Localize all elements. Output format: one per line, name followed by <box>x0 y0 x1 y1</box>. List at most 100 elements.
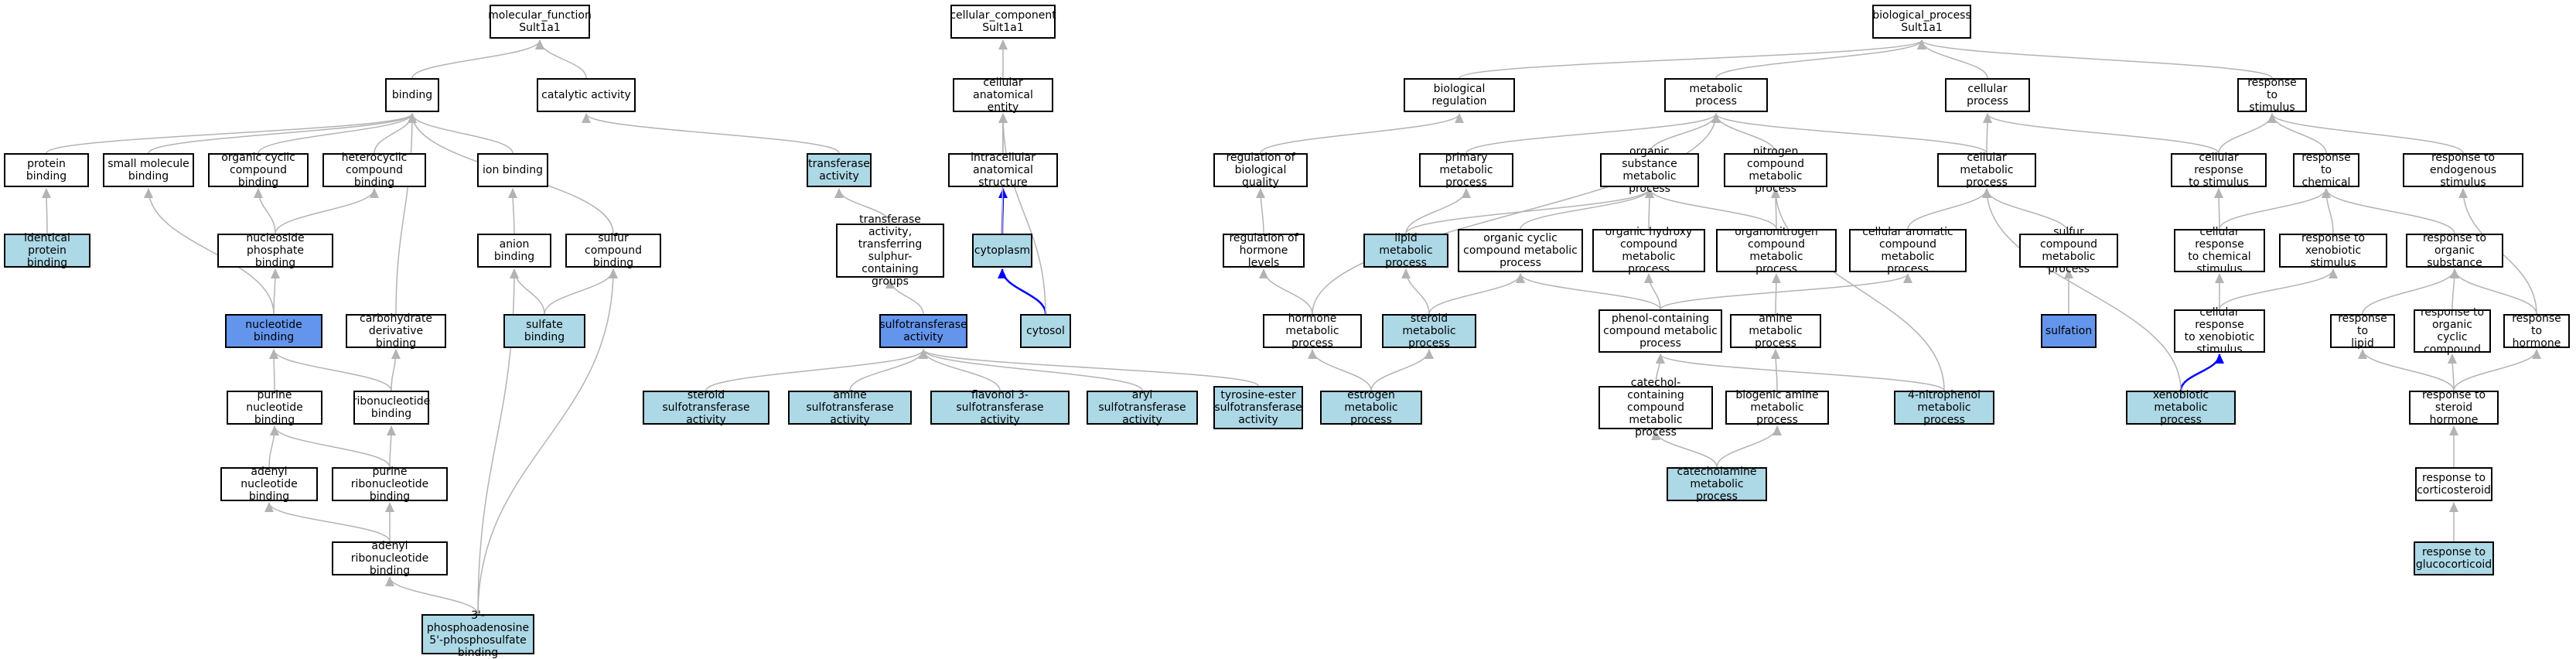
node-lipid-metabolic-process[interactable]: lipid metabolic process <box>1363 232 1448 269</box>
node-molecular-function-root[interactable]: molecular_function Sult1a1 <box>488 5 592 39</box>
node-adenyl-ribonucleotide-binding[interactable]: adenyl ribonucleotide binding <box>332 540 448 577</box>
node-organic-cyclic-compound-binding[interactable]: organic cyclic compound binding <box>208 152 309 189</box>
edge-cellular_response_chemical-to-response_chemical <box>2219 188 2331 230</box>
node-sulfotransferase-activity[interactable]: sulfotransferase activity <box>879 314 967 348</box>
node-steroid-sulfotransferase-activity[interactable]: steroid sulfotransferase activity <box>643 389 769 426</box>
node-flavonol-3-sulfotransferase-activity[interactable]: flavonol 3-sulfotransferase activity <box>930 389 1070 426</box>
node-3-phosphoadenosine-5-phosphosulfate-binding[interactable]: 3'-phosphoadenosine 5'-phosphosulfate bi… <box>421 609 534 659</box>
edge-cytosol-to-cell_anat_entity <box>998 113 1046 315</box>
edge-hormone_metabolic-to-metabolic_process <box>1312 113 1721 315</box>
node-intracellular-anatomical-structure[interactable]: intracellular anatomical structure <box>948 152 1058 189</box>
edge-estrogen_metabolic-to-steroid_metabolic <box>1370 349 1434 391</box>
node-nitrogen-compound-metabolic-process[interactable]: nitrogen compound metabolic process <box>1724 145 1827 195</box>
node-response-to-organic-substance[interactable]: response to organic substance <box>2406 232 2503 269</box>
edge-paps_binding-to-sulfur_compound_binding <box>477 268 618 615</box>
edge-response_steroid_hormone-to-response_hormone <box>2453 349 2541 391</box>
edge-response_endogenous-to-response_stimulus <box>2267 113 2464 154</box>
node-catechol-containing-compound-metabolic-process[interactable]: catechol-containing compound metabolic p… <box>1598 377 1713 439</box>
node-purine-nucleotide-binding[interactable]: purine nucleotide binding <box>227 389 322 426</box>
edge-amine_sulfo-to-sulfotransferase <box>849 349 928 391</box>
node-response-to-steroid-hormone[interactable]: response to steroid hormone <box>2409 389 2499 426</box>
edge-nucleotide_binding-to-small_molecule <box>144 188 275 315</box>
node-regulation-of-hormone-levels[interactable]: regulation of hormone levels <box>1223 232 1305 269</box>
edge-phenol_containing-to-cellular_aromatic <box>1660 273 1912 310</box>
node-steroid-metabolic-process[interactable]: steroid metabolic process <box>1382 312 1476 350</box>
node-cellular-response-to-stimulus[interactable]: cellular response to stimulus <box>2171 152 2267 189</box>
node-heterocyclic-compound-binding[interactable]: heterocyclic compound binding <box>322 152 426 189</box>
edge-reg_bio_quality-to-bio_regulation <box>1260 113 1464 154</box>
node-adenyl-nucleotide-binding[interactable]: adenyl nucleotide binding <box>220 466 318 503</box>
node-response-to-organic-cyclic-compound[interactable]: response to organic cyclic compound <box>2414 306 2491 356</box>
node-catecholamine-metabolic-process[interactable]: catecholamine metabolic process <box>1667 466 1767 503</box>
node-organic-cyclic-compound-metabolic-process[interactable]: organic cyclic compound metabolic proces… <box>1458 229 1583 272</box>
node-estrogen-metabolic-process[interactable]: estrogen metabolic process <box>1320 389 1422 426</box>
node-primary-metabolic-process[interactable]: primary metabolic process <box>1419 152 1513 189</box>
edge-identical_protein-to-protein_binding <box>42 188 52 234</box>
node-4-nitrophenol-metabolic-process[interactable]: 4-nitrophenol metabolic process <box>1894 389 1994 426</box>
node-protein-binding[interactable]: protein binding <box>4 153 89 187</box>
node-transferase-activity[interactable]: transferase activity <box>807 153 872 187</box>
edge-purine_ribonucleotide-to-purine_nucleotide <box>270 425 391 468</box>
node-amine-metabolic-process[interactable]: amine metabolic process <box>1730 312 1821 350</box>
node-organic-substance-metabolic-process[interactable]: organic substance metabolic process <box>1600 145 1699 195</box>
node-metabolic-process[interactable]: metabolic process <box>1664 78 1768 112</box>
node-small-molecule-binding[interactable]: small molecule binding <box>103 153 194 187</box>
edge-response_steroid_hormone-to-response_organic_cyclic <box>2448 353 2458 391</box>
node-sulfate-binding[interactable]: sulfate binding <box>503 314 585 348</box>
edge-purine_ribonucleotide-to-ribonucleotide <box>386 425 396 468</box>
edge-nitrophenol-to-nitrogen_compound_metabolic <box>1771 188 1945 391</box>
edge-organic_cyclic_metabolic-to-organic_substance_metabolic <box>1520 188 1654 230</box>
node-identical-protein-binding[interactable]: identical protein binding <box>4 232 90 269</box>
edge-adenyl_ribonucleotide-to-adenyl_nucleotide <box>264 502 391 542</box>
node-response-to-corticosteroid[interactable]: response to corticosteroid <box>2415 467 2492 501</box>
edge-nitrophenol-to-phenol_containing <box>1656 353 1945 391</box>
node-cellular-component-root[interactable]: cellular_component Sult1a1 <box>950 5 1056 39</box>
node-nucleotide-binding[interactable]: nucleotide binding <box>225 314 322 348</box>
node-response-to-chemical[interactable]: response to chemical <box>2293 152 2359 189</box>
node-biogenic-amine-metabolic-process[interactable]: biogenic amine metabolic process <box>1725 389 1829 426</box>
node-response-to-lipid[interactable]: response to lipid <box>2330 312 2395 350</box>
edge-lipid_metabolic-to-organic_substance_metabolic <box>1405 188 1654 234</box>
node-cellular-metabolic-process[interactable]: cellular metabolic process <box>1937 152 2036 189</box>
node-response-to-xenobiotic-stimulus[interactable]: response to xenobiotic stimulus <box>2279 232 2387 269</box>
node-phenol-containing-compound-metabolic-process[interactable]: phenol-containing compound metabolic pro… <box>1598 309 1722 353</box>
node-tyrosine-ester-sulfotransferase-activity[interactable]: tyrosine-ester sulfotransferase activity <box>1213 386 1303 429</box>
node-sulfur-compound-metabolic-process[interactable]: sulfur compound metabolic process <box>2019 226 2118 275</box>
node-response-to-stimulus[interactable]: response to stimulus <box>2237 77 2307 114</box>
node-nucleoside-phosphate-binding[interactable]: nucleoside phosphate binding <box>217 232 333 269</box>
node-cellular-aromatic-compound-metabolic-process[interactable]: cellular aromatic compound metabolic pro… <box>1849 226 1967 275</box>
node-ribonucleotide-binding[interactable]: ribonucleotide binding <box>353 391 430 425</box>
node-response-to-endogenous-stimulus[interactable]: response to endogenous stimulus <box>2403 152 2523 189</box>
node-cytosol[interactable]: cytosol <box>1020 314 1071 348</box>
node-aryl-sulfotransferase-activity[interactable]: aryl sulfotransferase activity <box>1087 389 1198 426</box>
node-xenobiotic-metabolic-process[interactable]: xenobiotic metabolic process <box>2126 389 2236 426</box>
node-biological-regulation[interactable]: biological regulation <box>1404 78 1515 112</box>
node-organic-hydroxy-compound-metabolic-process[interactable]: organic hydroxy compound metabolic proce… <box>1592 226 1705 275</box>
node-cellular-response-to-chemical-stimulus[interactable]: cellular response to chemical stimulus <box>2174 226 2265 275</box>
node-hormone-metabolic-process[interactable]: hormone metabolic process <box>1263 312 1362 350</box>
node-carbohydrate-derivative-binding[interactable]: carbohydrate derivative binding <box>346 312 446 350</box>
node-cellular-response-to-xenobiotic-stimulus[interactable]: cellular response to xenobiotic stimulus <box>2174 306 2265 356</box>
node-catalytic-activity[interactable]: catalytic activity <box>537 78 636 112</box>
node-binding[interactable]: binding <box>385 78 439 112</box>
node-cellular-process[interactable]: cellular process <box>1945 78 2030 112</box>
node-response-to-glucocorticoid[interactable]: response to glucocorticoid <box>2414 541 2494 575</box>
node-response-to-hormone[interactable]: response to hormone <box>2503 312 2570 350</box>
edge-estrogen_metabolic-to-hormone_metabolic <box>1308 349 1372 391</box>
node-sulfur-compound-binding[interactable]: sulfur compound binding <box>565 232 661 269</box>
node-cytoplasm[interactable]: cytoplasm <box>972 234 1032 268</box>
node-sulfation[interactable]: sulfation <box>2041 314 2097 348</box>
node-transferase-activity-sulphur-groups[interactable]: transferase activity, transferring sulph… <box>836 213 944 288</box>
node-purine-ribonucleotide-binding[interactable]: purine ribonucleotide binding <box>332 466 448 503</box>
node-cellular-anatomical-entity[interactable]: cellular anatomical entity <box>953 77 1053 114</box>
node-organonitrogen-compound-metabolic-process[interactable]: organonitrogen compound metabolic proces… <box>1716 226 1837 275</box>
edge-bio_regulation-to-bp_root <box>1459 39 1926 79</box>
node-anion-binding[interactable]: anion binding <box>477 234 551 268</box>
node-biological-process-root[interactable]: biological_process Sult1a1 <box>1872 5 1971 39</box>
node-amine-sulfotransferase-activity[interactable]: amine sulfotransferase activity <box>788 389 912 426</box>
edge-steroid_sulfo-to-sulfotransferase <box>705 349 928 391</box>
edge-adenyl_nucleotide-to-purine_nucleotide <box>268 425 279 468</box>
node-regulation-of-biological-quality[interactable]: regulation of biological quality <box>1213 152 1308 189</box>
edge-hormone_metabolic-to-reg_hormone_levels <box>1259 268 1313 315</box>
node-ion-binding[interactable]: ion binding <box>477 153 548 187</box>
